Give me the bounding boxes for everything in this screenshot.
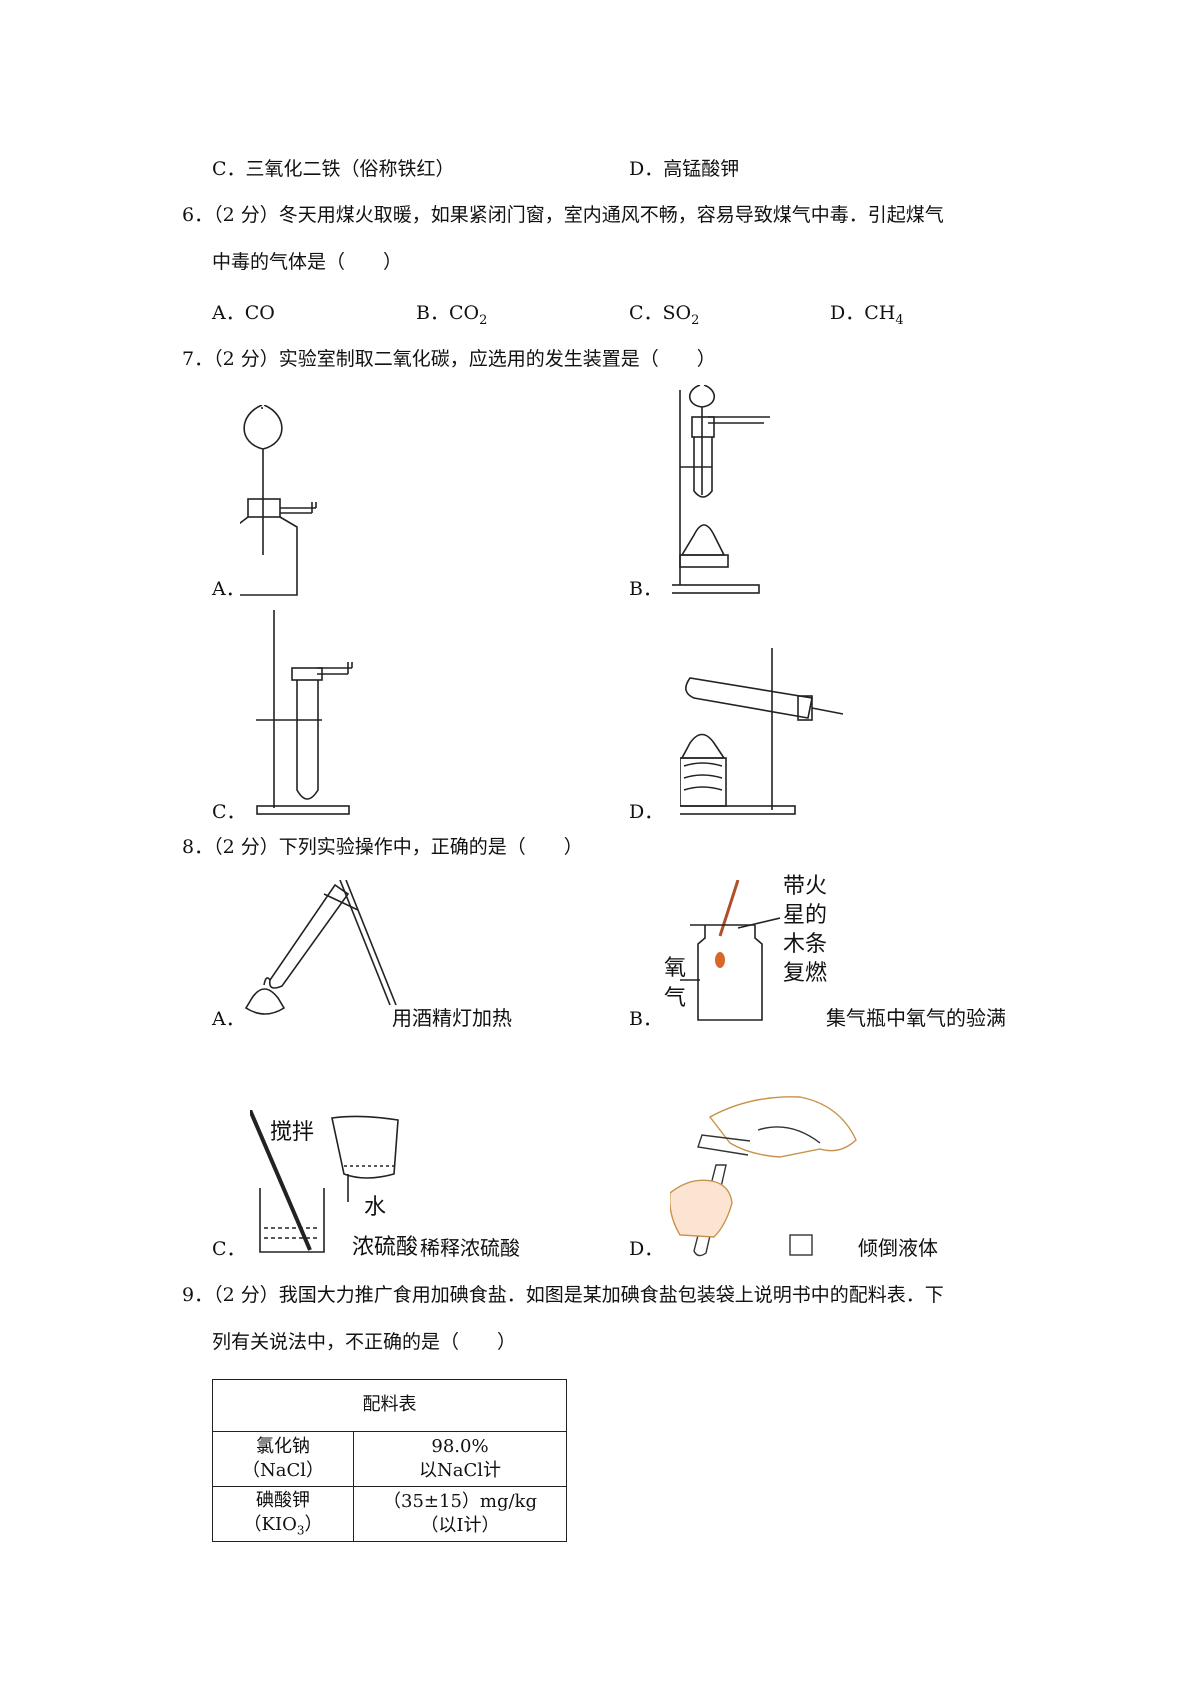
- q7-apparatus-c-figure: [256, 610, 353, 815]
- q7-apparatus-a-figure: [240, 405, 317, 596]
- q7-label-b: B．: [629, 578, 662, 600]
- q8-fig-c-stir: 搅拌: [270, 1120, 315, 1145]
- q8-label-c: C．: [212, 1238, 246, 1260]
- q8-fig-c-acid: 浓硫酸: [352, 1235, 419, 1260]
- q7-label-a: A．: [212, 578, 245, 600]
- q8-gas-bottle-figure: [680, 880, 780, 1021]
- q8-pouring-figure: [670, 1096, 857, 1257]
- q9-stem-line2: 列有关说法中，不正确的是（ ）: [212, 1331, 517, 1353]
- q8-fig-b-text-1: 带火: [783, 874, 828, 899]
- q8-dilution-figure: [250, 1110, 399, 1253]
- q7-apparatus-d-figure: [680, 648, 844, 815]
- q8-caption-a: 用酒精灯加热: [392, 1006, 512, 1030]
- q7-apparatus-b-figure: [672, 385, 770, 594]
- q6-stem-line2: 中毒的气体是（ ）: [212, 251, 403, 273]
- q6-option-d: D．CH4: [830, 302, 904, 328]
- q8-caption-c: 稀释浓硫酸: [420, 1236, 520, 1260]
- q5-option-c: C．三氧化二铁（俗称铁红）: [212, 158, 455, 180]
- ingredient-table-title: 配料表: [212, 1379, 567, 1432]
- q7-label-c: C．: [212, 801, 246, 823]
- q8-fig-b-oxygen-1: 氧: [664, 956, 687, 981]
- table-row-potassium-iodate-value: （35±15）mg/kg（以I计）: [353, 1486, 567, 1542]
- q8-caption-b: 集气瓶中氧气的验满: [826, 1006, 1006, 1030]
- q6-option-a: A．CO: [212, 302, 275, 324]
- q8-fig-c-water: 水: [364, 1195, 387, 1220]
- q7-label-d: D．: [629, 801, 664, 823]
- q6-option-c: C．SO2: [629, 302, 700, 328]
- ingredient-table: 配料表 氯化钠（NaCl） 98.0%以NaCl计 碘酸钾 （KIO3） （35…: [212, 1379, 567, 1542]
- q8-fig-b-oxygen-2: 气: [664, 986, 687, 1011]
- q8-heating-figure: [244, 880, 397, 1015]
- table-row-sodium-chloride-name: 氯化钠（NaCl）: [212, 1431, 354, 1487]
- q8-fig-b-text-2: 星的: [783, 903, 828, 928]
- q8-fig-b-text-4: 复燃: [783, 961, 828, 986]
- q9-stem-line1: 9．（2 分）我国大力推广食用加碘食盐．如图是某加碘食盐包装袋上说明书中的配料表…: [182, 1284, 944, 1306]
- q8-caption-d: 倾倒液体: [858, 1236, 938, 1260]
- q7-stem: 7．（2 分）实验室制取二氧化碳，应选用的发生装置是（ ）: [182, 348, 716, 370]
- q8-label-d: D．: [629, 1238, 664, 1260]
- table-row-sodium-chloride-value: 98.0%以NaCl计: [353, 1431, 567, 1487]
- q8-stem: 8．（2 分）下列实验操作中，正确的是（ ）: [182, 836, 583, 858]
- q5-option-d: D．高锰酸钾: [629, 158, 740, 180]
- q8-label-b: B．: [629, 1008, 662, 1030]
- q6-option-b: B．CO2: [416, 302, 488, 328]
- q6-stem-line1: 6．（2 分）冬天用煤火取暖，如果紧闭门窗，室内通风不畅，容易导致煤气中毒．引起…: [182, 204, 944, 226]
- q8-fig-b-text-3: 木条: [783, 932, 828, 957]
- q8-label-a: A．: [212, 1008, 245, 1030]
- table-row-potassium-iodate-name: 碘酸钾 （KIO3）: [212, 1486, 354, 1542]
